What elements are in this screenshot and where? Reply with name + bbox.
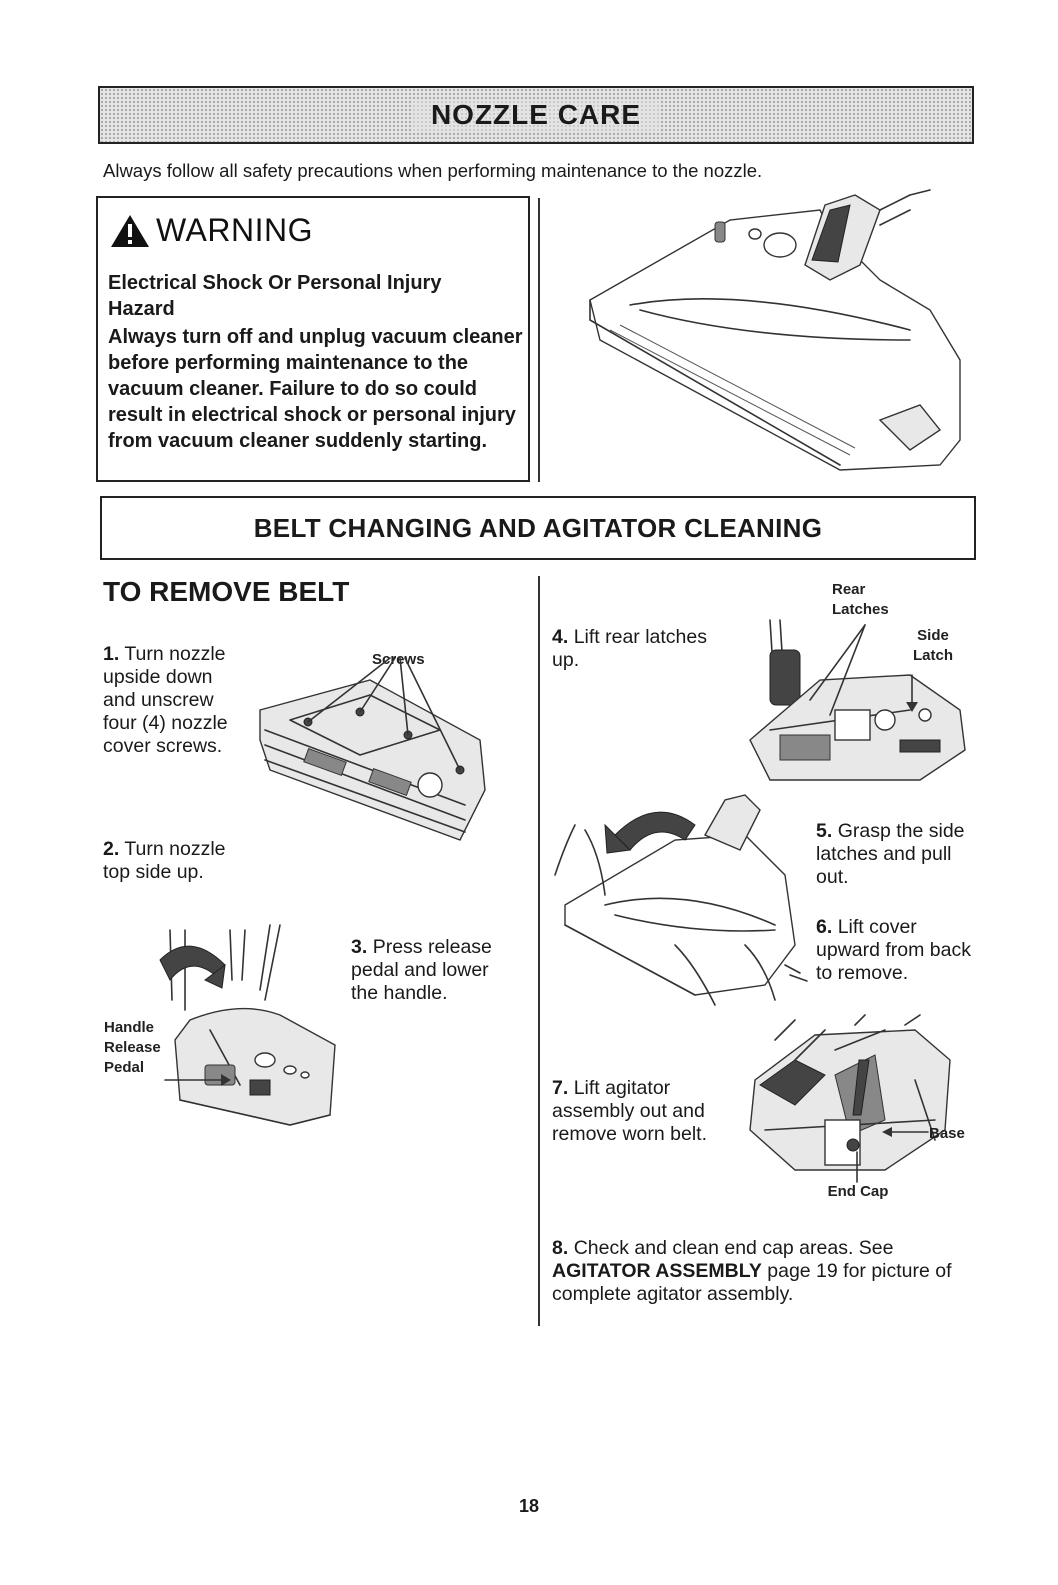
warning-title: WARNING bbox=[156, 212, 313, 248]
pedal-pointer-arrow-icon bbox=[164, 1074, 231, 1086]
step-text: Lift rear latches up. bbox=[552, 626, 707, 671]
step-number: 2. bbox=[103, 838, 120, 860]
step-number: 3. bbox=[351, 936, 368, 958]
step-number: 5. bbox=[816, 820, 833, 842]
step-number: 8. bbox=[552, 1237, 569, 1259]
callout-base: Base bbox=[929, 1125, 965, 1142]
step-7: 7. Lift agitator assembly out and remove… bbox=[552, 1077, 732, 1146]
step-text: Lift agitator assembly out and remove wo… bbox=[552, 1077, 707, 1145]
column-divider-top bbox=[538, 198, 540, 482]
warning-box bbox=[96, 196, 530, 482]
banner-title: NOZZLE CARE bbox=[412, 99, 660, 131]
callout-screws: Screws bbox=[372, 651, 425, 668]
step-2: 2. Turn nozzle top side up. bbox=[103, 838, 243, 884]
step-text: Turn nozzle top side up. bbox=[103, 838, 226, 883]
step-8: 8. Check and clean end cap areas. See AG… bbox=[552, 1237, 972, 1306]
step-5: 5. Grasp the side latches and pull out. bbox=[816, 820, 986, 889]
warning-header: WARNING bbox=[110, 212, 313, 249]
warning-hazard: Electrical Shock Or Personal Injury Haza… bbox=[108, 272, 442, 320]
nozzle-illustration bbox=[589, 189, 961, 471]
intro-text: Always follow all safety precautions whe… bbox=[103, 160, 763, 181]
callout-side-latch: Side Latch bbox=[912, 627, 953, 664]
column-divider-bottom bbox=[538, 576, 540, 1326]
step-3: 3. Press release pedal and lower the han… bbox=[351, 936, 521, 1005]
end-cap-pointer-line bbox=[856, 1151, 858, 1183]
callout-rear-latches: Rear Latches bbox=[832, 581, 889, 618]
step-text-after: page 19 for picture of complete agitator… bbox=[552, 1260, 952, 1305]
base-pointer-arrow-icon bbox=[882, 1127, 929, 1137]
handle-release-illustration bbox=[159, 924, 336, 1126]
rear-latches-illustration bbox=[749, 619, 966, 781]
callout-end-cap: End Cap bbox=[827, 1183, 889, 1200]
step-text-before: Check and clean end cap areas. See bbox=[573, 1237, 894, 1259]
agitator-illustration bbox=[749, 1014, 951, 1171]
step-1: 1. Turn nozzle upside down and unscrew f… bbox=[103, 643, 233, 758]
step-text: Lift cover upward from back to remove. bbox=[816, 916, 971, 984]
callout-handle-release-pedal: Handle Release Pedal bbox=[104, 1019, 161, 1076]
warning-triangle-icon bbox=[111, 214, 149, 247]
remove-belt-title: TO REMOVE BELT bbox=[103, 576, 350, 607]
step-number: 6. bbox=[816, 916, 833, 938]
step-text: Press release pedal and lower the handle… bbox=[351, 936, 492, 1004]
agitator-assembly-reference: AGITATOR ASSEMBLY bbox=[552, 1260, 762, 1282]
cover-removal-illustration bbox=[554, 794, 808, 1006]
step-text: Grasp the side latches and pull out. bbox=[816, 820, 965, 888]
nozzle-underside-illustration bbox=[259, 657, 486, 841]
step-number: 4. bbox=[552, 626, 569, 648]
step-text: Turn nozzle upside down and unscrew four… bbox=[103, 643, 228, 757]
step-4: 4. Lift rear latches up. bbox=[552, 626, 732, 672]
step-number: 1. bbox=[103, 643, 120, 665]
belt-changing-section-header: BELT CHANGING AND AGITATOR CLEANING bbox=[100, 496, 976, 560]
warning-body: Always turn off and unplug vacuum cleane… bbox=[108, 326, 523, 452]
step-6: 6. Lift cover upward from back to remove… bbox=[816, 916, 976, 985]
step-number: 7. bbox=[552, 1077, 569, 1099]
nozzle-care-banner: NOZZLE CARE bbox=[98, 86, 974, 144]
page-number: 18 bbox=[518, 1496, 540, 1516]
section-title: BELT CHANGING AND AGITATOR CLEANING bbox=[253, 512, 823, 543]
